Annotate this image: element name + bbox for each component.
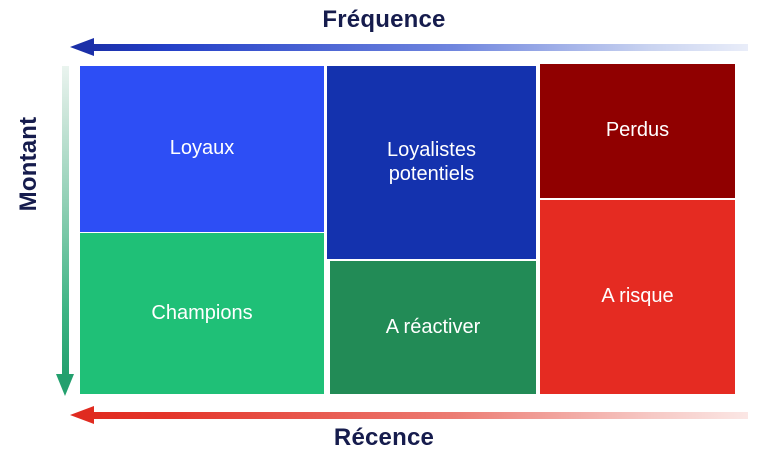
segment-block-loyalistes-potentiels[interactable]: Loyalistes potentiels — [327, 66, 536, 259]
recence-arrow-shaft — [90, 412, 748, 419]
segment-block-loyaux[interactable]: Loyaux — [80, 66, 324, 232]
montant-arrow-head — [56, 374, 74, 396]
segment-label: A risque — [601, 285, 674, 308]
segment-block-a-reactiver[interactable]: A réactiver — [330, 261, 536, 394]
segment-label: Champions — [151, 301, 253, 324]
segment-label: Perdus — [605, 119, 670, 142]
segment-label: Loyaux — [169, 137, 235, 160]
montant-arrow-shaft — [62, 66, 69, 376]
frequence-arrow-shaft — [90, 44, 748, 51]
segment-block-champions[interactable]: Champions — [80, 233, 324, 394]
axis-title-montant: Montant — [15, 116, 42, 212]
recence-arrow-left-icon — [70, 406, 748, 424]
recence-arrow-head — [70, 406, 94, 424]
segment-label: Loyalistes potentiels — [387, 138, 476, 185]
segment-label: A réactiver — [385, 315, 481, 338]
axis-title-frequence: Fréquence — [322, 6, 446, 33]
frequence-arrow-head — [70, 38, 94, 56]
frequence-arrow-left-icon — [70, 38, 748, 56]
axis-title-recence: Récence — [333, 424, 435, 451]
montant-arrow-down-icon — [56, 66, 74, 396]
segment-block-perdus[interactable]: Perdus — [540, 64, 735, 198]
segment-block-a-risque[interactable]: A risque — [540, 200, 735, 394]
